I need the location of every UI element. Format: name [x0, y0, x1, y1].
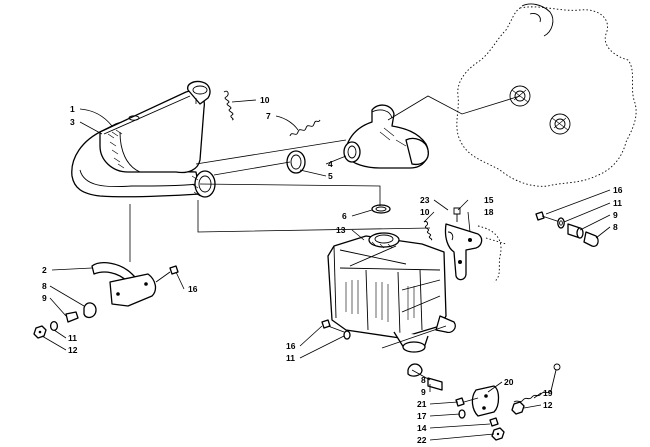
callout-16-left: 16: [188, 284, 198, 294]
callout-12-left: 12: [68, 345, 78, 355]
spring-10-top: [223, 90, 234, 121]
callout-20: 20: [504, 377, 514, 387]
callout-8-right: 8: [613, 222, 618, 232]
callout-4: 4: [328, 159, 333, 169]
bolt-15: [453, 207, 461, 222]
gasket-6: [371, 204, 391, 214]
callout-7: 7: [266, 111, 271, 121]
callout-17: 17: [417, 411, 427, 421]
callout-labels: 1 3 10 7 4 5 2 8 9 11 12 16 6 13 23 10 1…: [42, 95, 623, 445]
callout-10-top: 10: [260, 95, 270, 105]
callout-11-right: 11: [613, 198, 622, 208]
callout-15: 15: [484, 195, 494, 205]
mount-hardware-right: [535, 211, 599, 247]
callout-8-lower: 8: [421, 375, 426, 385]
callout-6: 6: [342, 211, 347, 221]
lower-hardware: [321, 319, 561, 441]
callout-12-lower: 12: [543, 400, 553, 410]
assembly-lines: [129, 95, 521, 349]
callout-3: 3: [70, 117, 75, 127]
callout-10-mid: 10: [420, 207, 430, 217]
callout-21: 21: [417, 399, 427, 409]
callout-22: 22: [417, 435, 427, 445]
callout-5: 5: [328, 171, 333, 181]
y-manifold: [343, 104, 429, 169]
callout-11-lower: 11: [286, 353, 295, 363]
callout-13: 13: [336, 225, 346, 235]
callout-1: 1: [70, 104, 75, 114]
callout-14: 14: [417, 423, 427, 433]
callout-18: 18: [484, 207, 494, 217]
callout-23: 23: [420, 195, 430, 205]
leader-lines: [41, 99, 611, 441]
callout-19: 19: [543, 388, 553, 398]
bracket-18: [423, 221, 507, 283]
spring-7: [289, 119, 321, 137]
engine-outline: [456, 3, 637, 187]
hanger-bracket-2: [33, 262, 179, 339]
callout-2: 2: [42, 265, 47, 275]
callout-16-right: 16: [613, 185, 623, 195]
callout-9-left: 9: [42, 293, 47, 303]
callout-8-left: 8: [42, 281, 47, 291]
callout-9-right: 9: [613, 210, 618, 220]
callout-11-left: 11: [68, 333, 77, 343]
callout-9-lower: 9: [421, 387, 426, 397]
muffler-canister: [327, 232, 456, 353]
callout-16-lower: 16: [286, 341, 296, 351]
seal-ring-5: [286, 150, 306, 174]
expansion-chamber: [71, 80, 216, 198]
